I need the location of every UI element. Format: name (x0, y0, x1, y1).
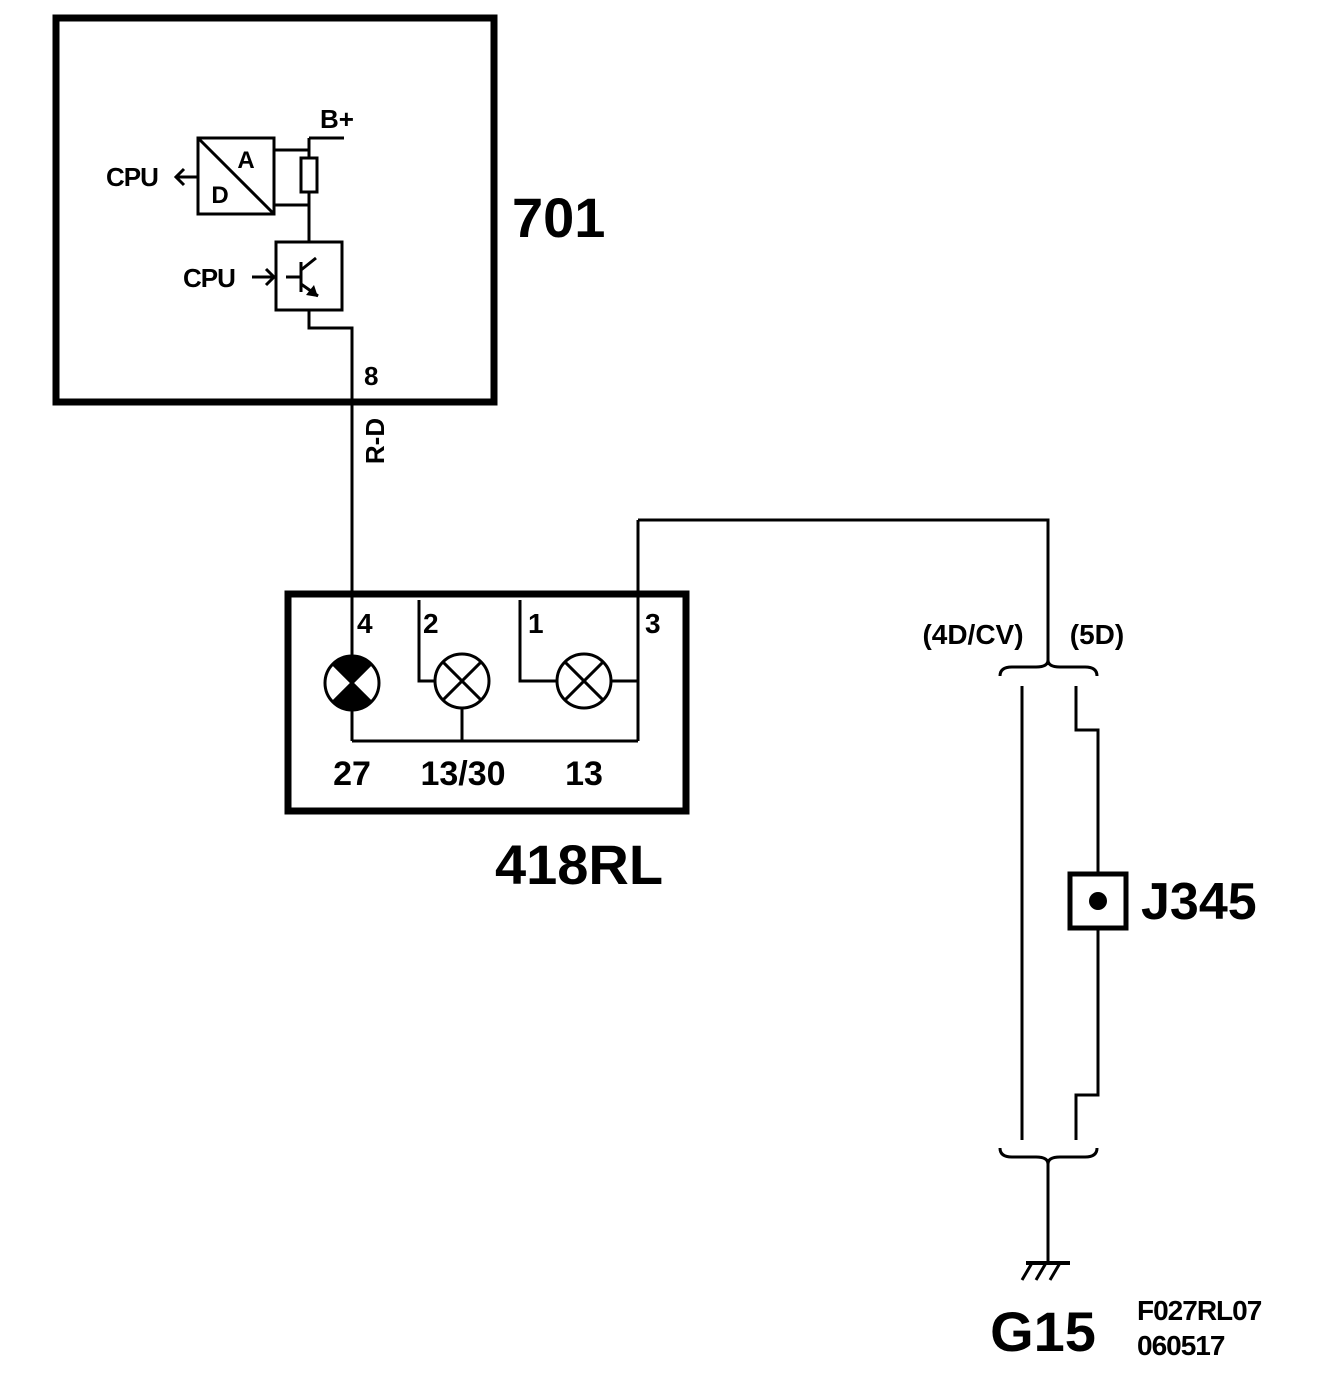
pin-3-label: 3 (645, 608, 661, 639)
terminal-13-label: 13 (565, 755, 603, 793)
module-701: A D CPU B+ CPU (52, 14, 498, 406)
module-418rl: 4 2 1 3 27 13/30 13 (284, 520, 690, 815)
variant-5d-label: (5D) (1070, 619, 1124, 650)
cpu-output: CPU (106, 162, 198, 192)
adc-d-label: D (211, 182, 228, 209)
connector-j345-label: J345 (1141, 873, 1257, 931)
pin-8-label: 8 (364, 361, 378, 391)
lamp-icon (555, 652, 613, 710)
drawing-date: 060517 (1137, 1330, 1225, 1361)
module-701-label: 701 (512, 186, 605, 249)
cpu-in-label: CPU (183, 263, 235, 293)
resistor-icon (299, 156, 319, 194)
wire-color-label: R-D (360, 418, 390, 464)
pin-4-label: 4 (357, 608, 373, 639)
lamp-filled-icon (323, 654, 381, 712)
connector-j345 (1067, 871, 1129, 931)
arrow-right-icon (264, 267, 277, 287)
terminal-13-30-label: 13/30 (420, 755, 505, 793)
drawing-code: F027RL07 (1137, 1295, 1262, 1326)
ground-g15-label: G15 (990, 1300, 1096, 1363)
brace-bottom (998, 1147, 1099, 1165)
brace-top (998, 659, 1099, 677)
pin-2-label: 2 (423, 608, 439, 639)
module-418rl-label: 418RL (495, 833, 663, 896)
adc-block: A D (196, 136, 276, 216)
resistor-supply: B+ (274, 104, 354, 242)
ground-icon (1020, 1261, 1070, 1281)
transistor-block: CPU (183, 240, 344, 312)
lamp-icon (433, 652, 491, 710)
connector-dot-icon (1089, 892, 1107, 910)
pin-1-label: 1 (528, 608, 544, 639)
supply-label: B+ (320, 104, 354, 134)
adc-a-label: A (237, 147, 254, 174)
transistor-icon (286, 256, 319, 298)
terminal-27-label: 27 (333, 755, 371, 793)
cpu-out-label: CPU (106, 162, 158, 192)
wire-pin3-to-ground (638, 518, 1050, 665)
variant-4d-cv-label: (4D/CV) (922, 619, 1023, 650)
arrow-left-icon (173, 167, 186, 187)
